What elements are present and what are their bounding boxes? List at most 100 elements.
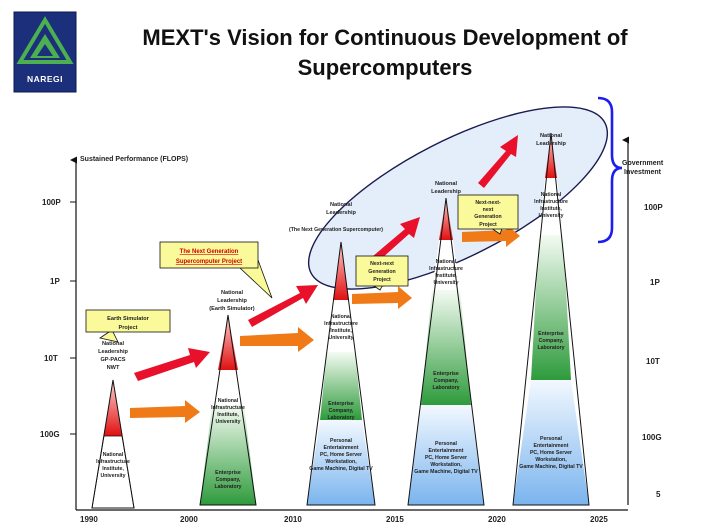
- p2-top-2: Leadership: [217, 298, 247, 304]
- right-tick-100p: 100P: [644, 203, 663, 212]
- p1-mid-4: University: [100, 473, 125, 479]
- p4-top-1: National: [435, 181, 458, 187]
- right-axis-label-1: Government: [622, 160, 664, 167]
- p5-bot-3: PC, Home Server: [530, 450, 572, 456]
- p3-mid-4: University: [328, 335, 353, 341]
- callout-next-next: Next-next Generation Project: [355, 255, 409, 291]
- p3-mid-1: National: [331, 314, 352, 320]
- pyramid-2015-base: [408, 405, 484, 505]
- next-next-next-line-4: Project: [479, 222, 497, 228]
- p5-mid-3: Institute,: [540, 206, 562, 212]
- p2-mid-3: Institute,: [217, 412, 239, 418]
- x-axis: 1990 2000 2010 2015 2020 2025: [76, 509, 628, 524]
- investment-brace: [597, 96, 623, 244]
- p3-ent-1: Enterprise: [328, 401, 354, 407]
- p2-mid-2: Infrastructure: [211, 405, 245, 411]
- p3-top-2: Leadership: [326, 210, 356, 216]
- p4-mid-3: Institute,: [435, 273, 457, 279]
- p3-mid-3: Institute,: [330, 328, 352, 334]
- red-arrow-3: [366, 217, 420, 268]
- p5-top-1: National: [540, 133, 563, 139]
- red-arrow-2: [248, 285, 318, 327]
- p3-ent-2: Company,: [329, 408, 354, 414]
- naregi-logo: NAREGI: [13, 11, 77, 93]
- right-tick-5: 5: [656, 490, 661, 499]
- red-arrow-1: [134, 348, 210, 381]
- pyramid-2000: National Leadership (Earth Simulator) Na…: [199, 290, 257, 506]
- p5-mid-1: National: [541, 192, 562, 198]
- p3-ent-3: Laboratory: [327, 415, 354, 421]
- x-tick-2025: 2025: [590, 515, 608, 524]
- x-tick-2020: 2020: [488, 515, 506, 524]
- pyramid-2010-tip: [333, 242, 349, 300]
- right-axis-label-2: Investment: [624, 169, 662, 176]
- p3-bot-2: Entertainment: [324, 445, 359, 451]
- right-axis: Government Investment 100P 1P 10T 100G 5: [622, 136, 664, 505]
- p4-top-2: Leadership: [431, 189, 461, 195]
- x-tick-1990: 1990: [80, 515, 98, 524]
- y-tick-1p: 1P: [50, 277, 60, 286]
- p4-bot-3: PC, Home Server: [425, 455, 467, 461]
- x-tick-2010: 2010: [284, 515, 302, 524]
- p4-bot-1: Personal: [435, 441, 457, 447]
- orange-arrow-1: [130, 400, 200, 423]
- p4-bot-2: Entertainment: [429, 448, 464, 454]
- p3-top-1: National: [330, 202, 353, 208]
- p2-mid-1: National: [218, 398, 239, 404]
- next-next-line-3: Project: [373, 277, 391, 283]
- x-tick-2000: 2000: [180, 515, 198, 524]
- next-next-line-1: Next-next: [370, 261, 394, 267]
- p4-ent-3: Laboratory: [432, 385, 459, 391]
- p1-top-4: NWT: [107, 365, 120, 371]
- y-tick-100g: 100G: [40, 430, 60, 439]
- p3-bot-5: Game Machine, Digital TV: [309, 466, 373, 472]
- p2-bot-3: Laboratory: [214, 484, 241, 490]
- logo-text: NAREGI: [27, 74, 63, 84]
- title-line-1: MEXT's Vision for Continuous Development…: [142, 25, 628, 50]
- right-tick-10t: 10T: [646, 357, 660, 366]
- p1-mid-2: Infrastructure: [96, 459, 130, 465]
- p4-mid-4: University: [433, 280, 458, 286]
- p2-bot-1: Enterprise: [215, 470, 241, 476]
- pyramid-2000-base: [200, 405, 256, 505]
- pyramid-2010-base: [307, 420, 375, 505]
- p5-bot-4: Workstation,: [535, 457, 567, 463]
- pyramid-2010-enterprise: [320, 352, 362, 420]
- right-tick-100g: 100G: [642, 433, 662, 442]
- p4-bot-5: Game Machine, Digital TV: [414, 469, 478, 475]
- p4-ent-2: Company,: [434, 378, 459, 384]
- p2-top-1: National: [221, 290, 244, 296]
- pyramid-2010: National Leadership (The Next Generation…: [289, 202, 383, 506]
- red-arrow-4: [478, 135, 518, 188]
- p5-mid-4: University: [538, 213, 563, 219]
- p1-mid-3: Institute,: [102, 466, 124, 472]
- next-next-next-line-2: next: [483, 207, 494, 213]
- next-generation-line-1: The Next Generation: [180, 249, 239, 255]
- p5-ent-2: Company,: [539, 338, 564, 344]
- callout-next-generation: The Next Generation Supercomputer Projec…: [159, 241, 273, 299]
- p4-mid-1: National: [436, 259, 457, 265]
- orange-arrow-3: [352, 286, 412, 309]
- earth-simulator-line-1: Earth Simulator: [107, 316, 149, 322]
- y-tick-10t: 10T: [44, 354, 58, 363]
- title-line-2: Supercomputers: [298, 55, 473, 80]
- p5-ent-1: Enterprise: [538, 331, 564, 337]
- callout-next-next-next: Next-next- next Generation Project: [457, 194, 519, 235]
- pyramid-2020: National Leadership National Infrastruct…: [512, 132, 590, 506]
- pyramid-2010-mid: [327, 300, 355, 352]
- next-next-next-line-1: Next-next-: [475, 200, 501, 206]
- pyramid-2015: National Leadership National Infrastruct…: [407, 181, 485, 506]
- left-axis: Sustained Performance (FLOPS) 100P 1P 10…: [40, 156, 188, 510]
- earth-simulator-line-2: Project: [119, 325, 138, 331]
- p1-top-3: GP-PACS: [100, 357, 125, 363]
- p5-bot-1: Personal: [540, 436, 562, 442]
- y-tick-100p: 100P: [42, 198, 61, 207]
- orange-arrow-2: [240, 327, 314, 352]
- next-generation-line-2: Supercomputer Project: [176, 259, 242, 265]
- p3-mid-2: Infrastructure: [324, 321, 358, 327]
- p5-bot-5: Game Machine, Digital TV: [519, 464, 583, 470]
- p3-bot-1: Personal: [330, 438, 352, 444]
- p2-top-3: (Earth Simulator): [209, 306, 255, 312]
- pyramid-2000-mid: [212, 370, 244, 405]
